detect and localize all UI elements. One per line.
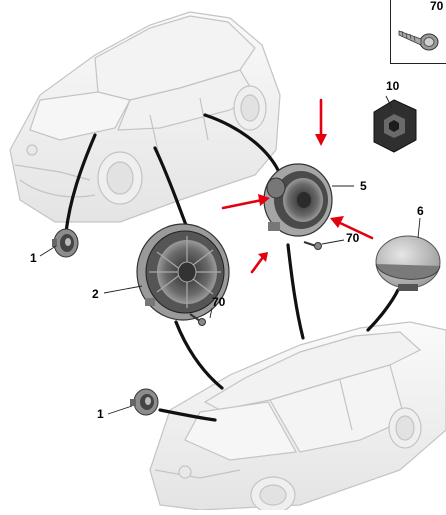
screw-front-right (303, 241, 322, 250)
screw-inset-icon (398, 30, 439, 51)
callout-tweeter-hatch: 1 (30, 251, 37, 265)
callout-mid-speaker: 5 (360, 179, 367, 193)
dome-tweeter-part (375, 235, 441, 291)
callout-screw-door: 70 (212, 295, 226, 309)
red-arrows (221, 98, 374, 274)
screw-door (189, 313, 206, 326)
hatchback-car-illustration (9, 11, 281, 223)
callout-leaders (39, 95, 421, 415)
washer-part (373, 99, 417, 153)
callout-screw-inset: 70 (430, 0, 444, 13)
callout-screw-front-right: 70 (346, 231, 360, 245)
leader-lines (64, 113, 400, 422)
callout-tweeter-saloon: 1 (97, 407, 104, 421)
door-speaker-part (136, 223, 230, 321)
tweeter-part-hatch (52, 228, 79, 258)
tweeter-part-saloon (130, 388, 159, 416)
screw-inset-box (390, 0, 446, 64)
saloon-car-illustration (149, 321, 446, 514)
callout-washer: 10 (386, 79, 400, 93)
callout-door-speaker: 2 (92, 287, 99, 301)
mid-speaker-part (263, 163, 333, 237)
callout-dome-tweeter: 6 (417, 204, 424, 218)
